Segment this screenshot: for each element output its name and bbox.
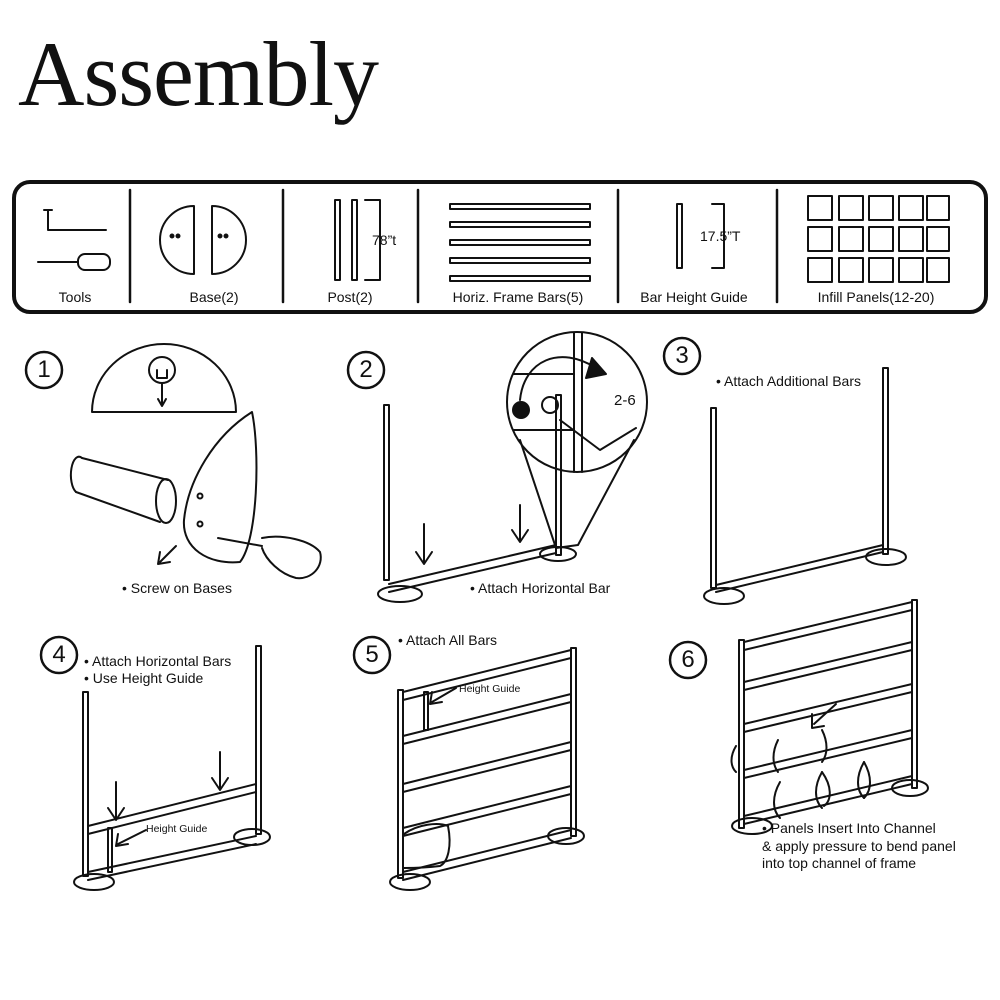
step1-base-detail [91,343,237,413]
step-number-3: 3 [675,342,689,369]
step-number-circles [24,336,708,680]
step4-caption-line1: • Attach Horizontal Bars [84,653,232,669]
step4-height-guide-label: Height Guide [146,823,208,835]
step2-callout-label: 2-6 [614,392,636,409]
screwdriver-icon [37,253,111,271]
step5-caption: • Attach All Bars [398,632,498,648]
step1-caption: • Screw on Bases [122,580,232,596]
base-parts-icon [159,205,247,275]
part-label-base: Base(2) [189,289,239,305]
part-label-height-guide: Bar Height Guide [640,289,748,305]
step-number-2: 2 [359,356,373,383]
parts-dividers [128,188,779,304]
step6-caption-line1: • Panels Insert Into Channel [762,820,936,836]
step1-post-and-base [69,411,322,580]
step6-frame [730,599,929,835]
step-number-6: 6 [681,646,695,673]
part-label-post: Post(2) [327,289,373,305]
infill-panels-icon [807,195,950,283]
horizontal-bars-icon [449,203,591,282]
step-number-4: 4 [52,641,66,668]
post-dimension: 78”t [372,232,397,248]
allen-key-icon [43,209,107,231]
step6-caption-line2: & apply pressure to bend panel [762,838,956,854]
step5-height-guide-label: Height Guide [459,683,521,695]
part-label-tools: Tools [58,289,92,305]
step5-frame [389,647,585,891]
step2-frame [377,394,577,603]
post-parts-icon [334,199,381,281]
step-number-5: 5 [365,641,379,668]
page-title: Assembly [18,23,379,125]
part-label-infill: Infill Panels(12-20) [817,289,935,305]
step2-zoom-callout [506,331,648,549]
step-number-1: 1 [37,356,51,383]
height-guide-dimension: 17.5”T [700,228,741,244]
step6-caption-line3: into top channel of frame [762,855,917,871]
step4-frame [73,645,271,891]
height-guide-part-icon [676,203,725,269]
step3-caption: • Attach Additional Bars [716,373,861,389]
step3-frame [703,367,907,605]
step2-caption: • Attach Horizontal Bar [470,580,611,596]
parts-list-box [12,180,988,314]
part-label-horiz-bars: Horiz. Frame Bars(5) [452,289,584,305]
step4-caption-line2: • Use Height Guide [84,670,204,686]
